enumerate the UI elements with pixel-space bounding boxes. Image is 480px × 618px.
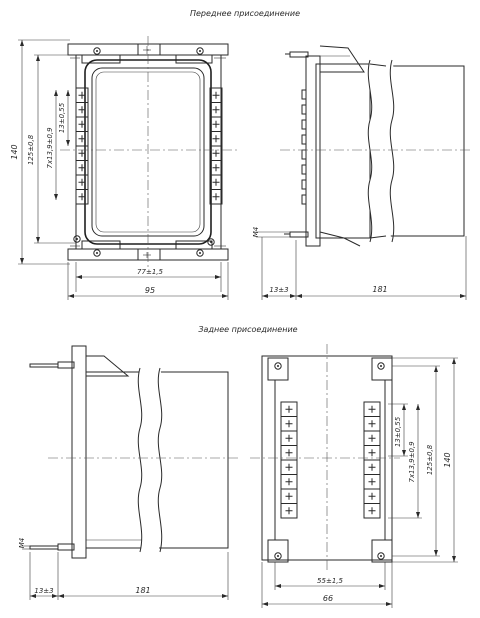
rear-side-dim-depth: 181 [135,586,150,595]
terminal-cell [363,459,381,475]
front-dim-pitch-total: 7х13,9±0,9 [46,127,54,169]
front-side-dim-depth: 181 [372,285,387,294]
rear-view-flange-bl [267,539,289,563]
side-contact [301,134,307,145]
terminal-cell [75,131,89,147]
terminal-cell [363,503,381,519]
side-contact [301,149,307,160]
rear-dim-pitch-single: 13±0,55 [394,416,402,447]
front-side-bracket-top [319,45,365,73]
front-connection-title: Переднее присоединение [190,9,300,18]
terminal-cell [209,145,223,161]
front-dim-height-holes: 125±0,8 [27,134,35,165]
terminal-cell [75,174,89,190]
terminal-cell [280,488,298,504]
terminal-cell [209,174,223,190]
front-dim-width-total: 95 [145,286,155,295]
rear-view-flange-tl [267,357,289,381]
side-contact [301,179,307,190]
rear-view-flange-tr [371,357,393,381]
front-view-housing [75,54,222,250]
rear-side-pin-top [29,363,59,368]
terminal-cell [75,116,89,132]
front-view-terminal-strip-right [209,87,223,205]
front-side-panel [305,55,321,247]
front-view-mounting-holes [73,46,215,258]
front-dim-pitch-single: 13±0,55 [58,102,66,133]
terminal-cell [363,401,381,417]
terminal-cell [209,102,223,118]
front-side-body [315,63,371,239]
side-contact [301,89,307,100]
terminal-cell [280,401,298,417]
front-view: 140 125±0,8 7х13,9±0,9 13±0,55 77±1,5 95 [10,36,238,300]
front-side-dim-terminal: 13±3 [269,286,288,294]
rear-side-pin-bottom [29,545,59,550]
rear-side-view: М4 13±3 181 [18,345,240,600]
rear-view: 13±0,55 7х13,9±0,9 125±0,8 140 55±1,5 66 [250,344,458,608]
terminal-cell [75,145,89,161]
front-side-view: М4 13±3 181 [252,45,470,300]
terminal-cell [280,474,298,490]
rear-dim-height-total: 140 [443,452,452,467]
terminal-cell [363,416,381,432]
terminal-cell [280,459,298,475]
terminal-cell [280,416,298,432]
front-side-terminal-pins [284,51,309,238]
terminal-cell [75,189,89,205]
front-dim-height-total: 140 [10,144,19,159]
rear-view-terminal-strip-left [280,401,298,519]
side-contact [301,164,307,175]
rear-view-flange-br [371,539,393,563]
rear-side-bracket [86,355,130,377]
rear-side-dim-terminal: 13±3 [34,587,53,595]
terminal-cell [209,116,223,132]
terminal-cell [209,189,223,205]
terminal-cell [280,503,298,519]
front-side-contacts [301,89,307,205]
terminal-cell [209,87,223,103]
rear-dim-width-total: 66 [323,594,333,603]
rear-view-mounting-holes [274,362,385,560]
front-side-dim-thread: М4 [252,227,260,238]
terminal-cell [363,488,381,504]
rear-dim-height-holes: 125±0,8 [426,444,434,475]
terminal-cell [209,131,223,147]
side-contact [301,104,307,115]
terminal-cell [75,87,89,103]
rear-dim-width-holes: 55±1,5 [317,577,343,585]
rear-side-dim-thread: М4 [18,538,26,549]
terminal-cell [363,474,381,490]
terminal-cell [75,160,89,176]
terminal-cell [209,160,223,176]
rear-side-panel [71,345,87,559]
terminal-cell [75,102,89,118]
rear-dim-pitch-total: 7х13,9±0,9 [408,441,416,483]
front-dim-width-holes: 77±1,5 [137,268,163,276]
terminal-cell [280,430,298,446]
terminal-cell [363,430,381,446]
rear-view-terminal-strip-right [363,401,381,519]
side-contact [301,194,307,205]
rear-connection-title: Заднее присоединение [198,325,297,334]
side-contact [301,119,307,130]
front-view-dimensions: 140 125±0,8 7х13,9±0,9 13±0,55 77±1,5 95 [10,39,229,300]
front-view-terminal-strip-left [75,87,89,205]
front-side-case [385,65,465,237]
